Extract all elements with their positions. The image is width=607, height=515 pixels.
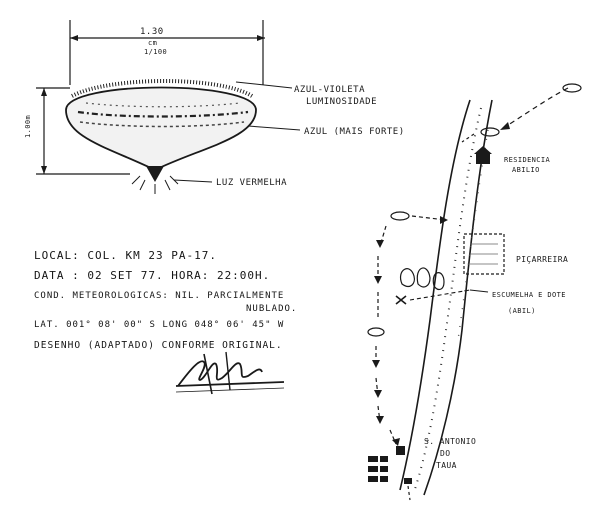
report-drawing-note: DESENHO (ADAPTADO) CONFORME ORIGINAL. [34,340,283,351]
height-label: 1.00m [24,115,32,138]
house-abilio [474,146,492,164]
label-town-3: TAUA [436,461,457,470]
width-label: 1.30 [140,27,164,37]
road-center-dots [414,108,481,492]
label-middle: AZUL (MAIS FORTE) [304,127,405,137]
farm-area [464,234,504,274]
report-local: LOCAL: COL. KM 23 PA-17. [34,249,217,262]
report-block: LOCAL: COL. KM 23 PA-17. DATA : 02 SET 7… [34,249,297,351]
report-date: DATA : 02 SET 77. HORA: 22:00H. [34,269,270,282]
flight-path-upper [462,84,581,142]
town-buildings [368,446,412,500]
label-top: AZUL-VIOLETA [294,85,365,95]
width-sublabel-1: cm [148,39,157,47]
road-left-edge [400,100,470,490]
label-town-2: DO [440,449,450,458]
label-farm: PIÇARREIRA [516,255,568,264]
label-witness-1: ESCUMELHA E DOTE [492,291,566,299]
object-sketch: 1.30 cm 1/100 1.00m AZUL-VIOLETA [24,20,405,194]
route-map: RESIDENCIA ABILIO [368,84,581,500]
label-bottom: LUZ VERMELHA [216,178,287,188]
arrowhead-bottom [41,166,47,174]
signature [176,352,284,394]
arrowhead-top [41,88,47,96]
label-town-1: S. ANTONIO [424,437,476,446]
label-house-1: RESIDENCIA [504,156,551,164]
report-coords: LAT. 001° 08' 00" S LONG 048° 06' 45" W [34,320,284,330]
leader-top [236,82,292,88]
label-witness-2: (ABIL) [508,307,536,315]
object-body [66,88,256,171]
leader-bottom [174,180,212,182]
width-sublabel-2: 1/100 [144,48,167,56]
red-light [132,166,178,194]
label-top-2: LUMINOSIDADE [306,97,377,107]
arrowhead-right [257,35,265,41]
report-weather-2: NUBLADO. [246,304,297,314]
flight-path-left [368,212,448,446]
report-weather-1: COND. METEOROLOGICAS: NIL. PARCIALMENTE [34,291,284,301]
witness-marker [396,290,488,304]
arrowhead-left [70,35,78,41]
leader-middle [248,126,300,130]
trees [401,268,444,290]
label-house-2: ABILIO [512,166,540,174]
